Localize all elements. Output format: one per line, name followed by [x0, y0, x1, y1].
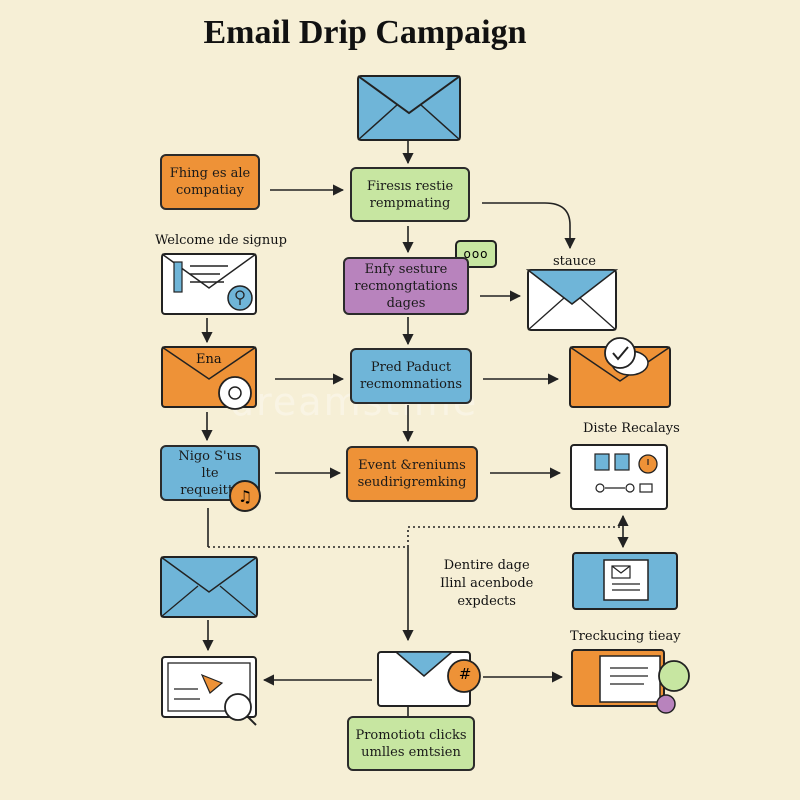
node-left-top: Fhing es ale compatiay [160, 154, 260, 210]
label-dentire: Dentire dage Ilinl acenbode expdects [440, 558, 534, 609]
node-bottom-green: Promotiotı clicks umlles emtsien [347, 716, 475, 771]
welcome-envelope-icon [161, 253, 257, 315]
node-center-top: Firesıs restie rempmating [350, 167, 470, 222]
ena-envelope-icon [161, 346, 257, 410]
tracking-panel-icon [571, 649, 690, 714]
document-envelope-icon [572, 552, 678, 610]
node-center-orange: Event &reniums seudirigremking [346, 446, 478, 502]
label-diste-recalays: Diste Recalays [583, 421, 680, 436]
left-envelope-icon [160, 556, 258, 618]
chat-bubble-icon: ooo [455, 240, 497, 268]
music-note-icon: ♫ [229, 480, 261, 512]
dotted-connector [208, 526, 620, 548]
node-center-purple: Enfy sesture recmongtations dages [343, 257, 469, 315]
node-center-blue: Pred Paduct recmomnations [350, 348, 472, 404]
label-stauce: stauce [553, 254, 596, 269]
image-panel-icon [161, 656, 257, 726]
arrow-center-top-to-stauce [482, 202, 576, 250]
stamp-envelope-icon [377, 651, 481, 707]
label-treckucing: Treckucing tieay [570, 629, 681, 644]
ena-label: Ena [196, 352, 222, 367]
hash-stamp-icon: # [458, 665, 472, 683]
label-welcome: Welcome ıde signup [155, 233, 287, 248]
page-title: Email Drip Campaign [203, 14, 527, 51]
check-envelope-icon [569, 337, 671, 408]
envelope-icon [357, 75, 461, 141]
dashboard-panel-icon [570, 444, 668, 510]
stauce-envelope-icon [526, 269, 618, 331]
